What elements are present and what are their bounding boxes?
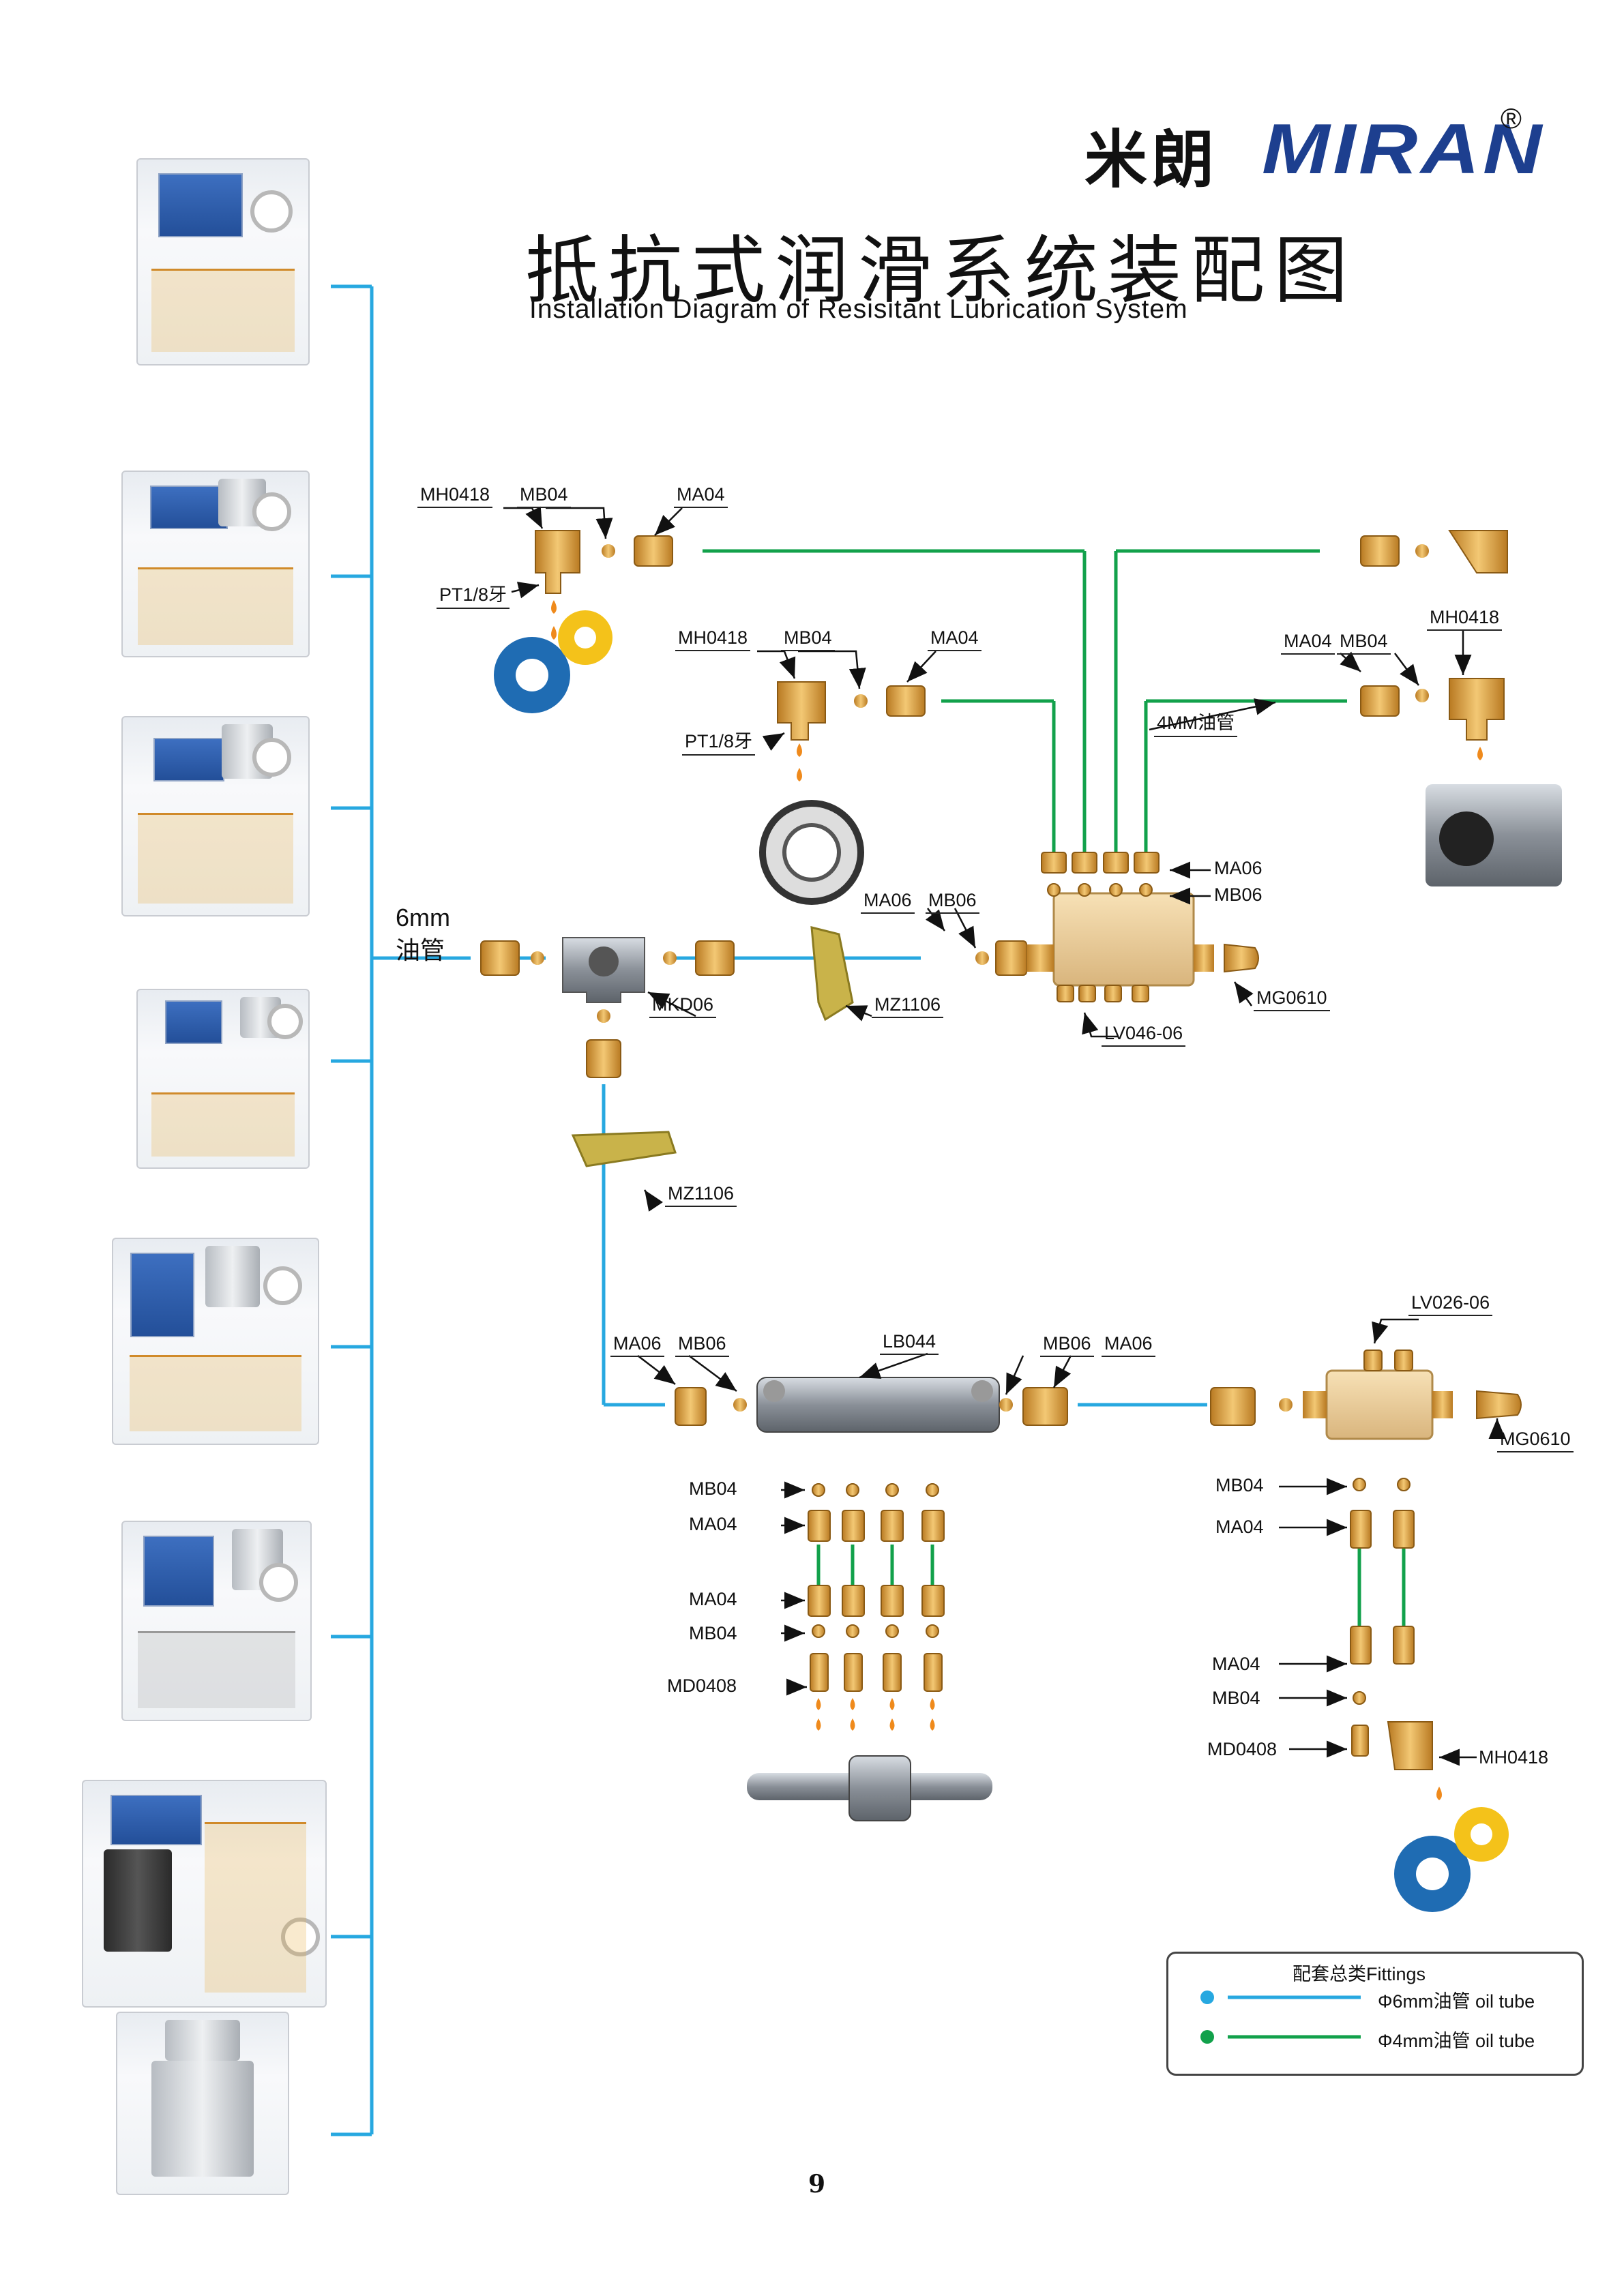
main-line-label: 6mm bbox=[396, 904, 450, 931]
legend-item-4mm: Φ4mm油管 oil tube bbox=[1378, 2031, 1535, 2051]
pump-image-6 bbox=[121, 1521, 312, 1721]
label-ma06-in: MA06 bbox=[861, 890, 915, 914]
label-ma04-top: MA04 bbox=[674, 484, 728, 508]
label-lv026-06: LV026-06 bbox=[1408, 1292, 1493, 1316]
pump-image-4 bbox=[136, 989, 310, 1169]
label-mg0610-upper: MG0610 bbox=[1254, 987, 1330, 1011]
label-mkd06: MKD06 bbox=[649, 994, 717, 1018]
lower-distributor bbox=[1210, 1350, 1522, 1912]
label-ma06-lb-left: MA06 bbox=[610, 1333, 664, 1357]
label-mb06-lb-right: MB06 bbox=[1040, 1333, 1094, 1357]
label-mh0418-top: MH0418 bbox=[417, 484, 493, 508]
registered-mark: ® bbox=[1501, 102, 1522, 134]
lower-block-lb044 bbox=[675, 1377, 1068, 1821]
label-4mm-tube: 4MM油管 bbox=[1154, 708, 1237, 737]
label-mb04-lb: MB04 bbox=[689, 1478, 737, 1499]
pump-image-1 bbox=[136, 158, 310, 366]
label-mb06-lb-left: MB06 bbox=[675, 1333, 729, 1357]
label-ma04-lb: MA04 bbox=[689, 1514, 737, 1534]
label-md0408-lb: MD0408 bbox=[667, 1675, 737, 1696]
page-title-en: Installation Diagram of Resisitant Lubri… bbox=[529, 295, 1188, 324]
page-number: 9 bbox=[808, 2170, 826, 2198]
label-ma04-ld: MA04 bbox=[1215, 1517, 1264, 1537]
label-lv046-06: LV046-06 bbox=[1102, 1023, 1186, 1047]
upper-distributor bbox=[975, 852, 1259, 1002]
pump-image-7 bbox=[82, 1780, 327, 2008]
label-ma04-right: MA04 bbox=[1281, 631, 1335, 655]
brand-name-cn: 米朗 bbox=[1084, 123, 1219, 196]
label-mb04-right: MB04 bbox=[1337, 631, 1391, 655]
label-mz1106-b: MZ1106 bbox=[665, 1183, 737, 1207]
pump-image-8 bbox=[116, 2012, 289, 2195]
label-mb04-ld-b: MB04 bbox=[1212, 1688, 1260, 1708]
top-right-fittings bbox=[1360, 530, 1508, 573]
label-mb06-dist: MB06 bbox=[1214, 884, 1263, 905]
page-title-cn: 抵抗式润滑系统装配图 bbox=[525, 228, 1358, 314]
pump-bracket bbox=[331, 284, 471, 2136]
brand-logo: MIRAN bbox=[1262, 110, 1545, 189]
tee-junction bbox=[480, 926, 854, 1167]
label-lb044: LB044 bbox=[880, 1331, 939, 1355]
label-mb06-in: MB06 bbox=[926, 890, 979, 914]
legend-title: 配套总类Fittings bbox=[1293, 1964, 1426, 1984]
label-pt-mid: PT1/8牙 bbox=[682, 726, 756, 756]
label-ma04-mid: MA04 bbox=[928, 627, 981, 651]
mid-left-fittings bbox=[759, 681, 926, 905]
label-mb04-ld: MB04 bbox=[1215, 1475, 1264, 1495]
label-mh0418-mid: MH0418 bbox=[675, 627, 751, 651]
main-line-label-cn: 油管 bbox=[396, 936, 445, 964]
label-mb04-top: MB04 bbox=[517, 484, 571, 508]
pump-image-3 bbox=[121, 716, 310, 916]
label-mb04-lb-b: MB04 bbox=[689, 1623, 737, 1643]
label-mg0610-lower: MG0610 bbox=[1497, 1429, 1574, 1452]
legend-item-6mm: Φ6mm油管 oil tube bbox=[1378, 1991, 1535, 2012]
label-mz1106-a: MZ1106 bbox=[872, 994, 944, 1018]
label-mh0418-ld: MH0418 bbox=[1479, 1747, 1549, 1768]
label-mb04-mid: MB04 bbox=[781, 627, 835, 651]
label-ma04-ld-b: MA04 bbox=[1212, 1654, 1260, 1674]
label-mh0418-right: MH0418 bbox=[1427, 607, 1503, 631]
tube-4mm bbox=[703, 549, 1406, 1630]
label-ma06-lb-right: MA06 bbox=[1102, 1333, 1155, 1357]
label-pt-top: PT1/8牙 bbox=[437, 580, 510, 609]
top-left-fittings bbox=[494, 530, 673, 713]
label-md0408-ld: MD0408 bbox=[1207, 1739, 1278, 1759]
right-fittings bbox=[1360, 678, 1562, 886]
legend-swatches bbox=[1200, 1991, 1361, 2044]
pump-image-2 bbox=[121, 471, 310, 657]
label-ma04-lb-b: MA04 bbox=[689, 1589, 737, 1609]
legend bbox=[1166, 1952, 1584, 2076]
label-ma06-dist: MA06 bbox=[1214, 858, 1263, 878]
pump-image-5 bbox=[112, 1238, 319, 1445]
